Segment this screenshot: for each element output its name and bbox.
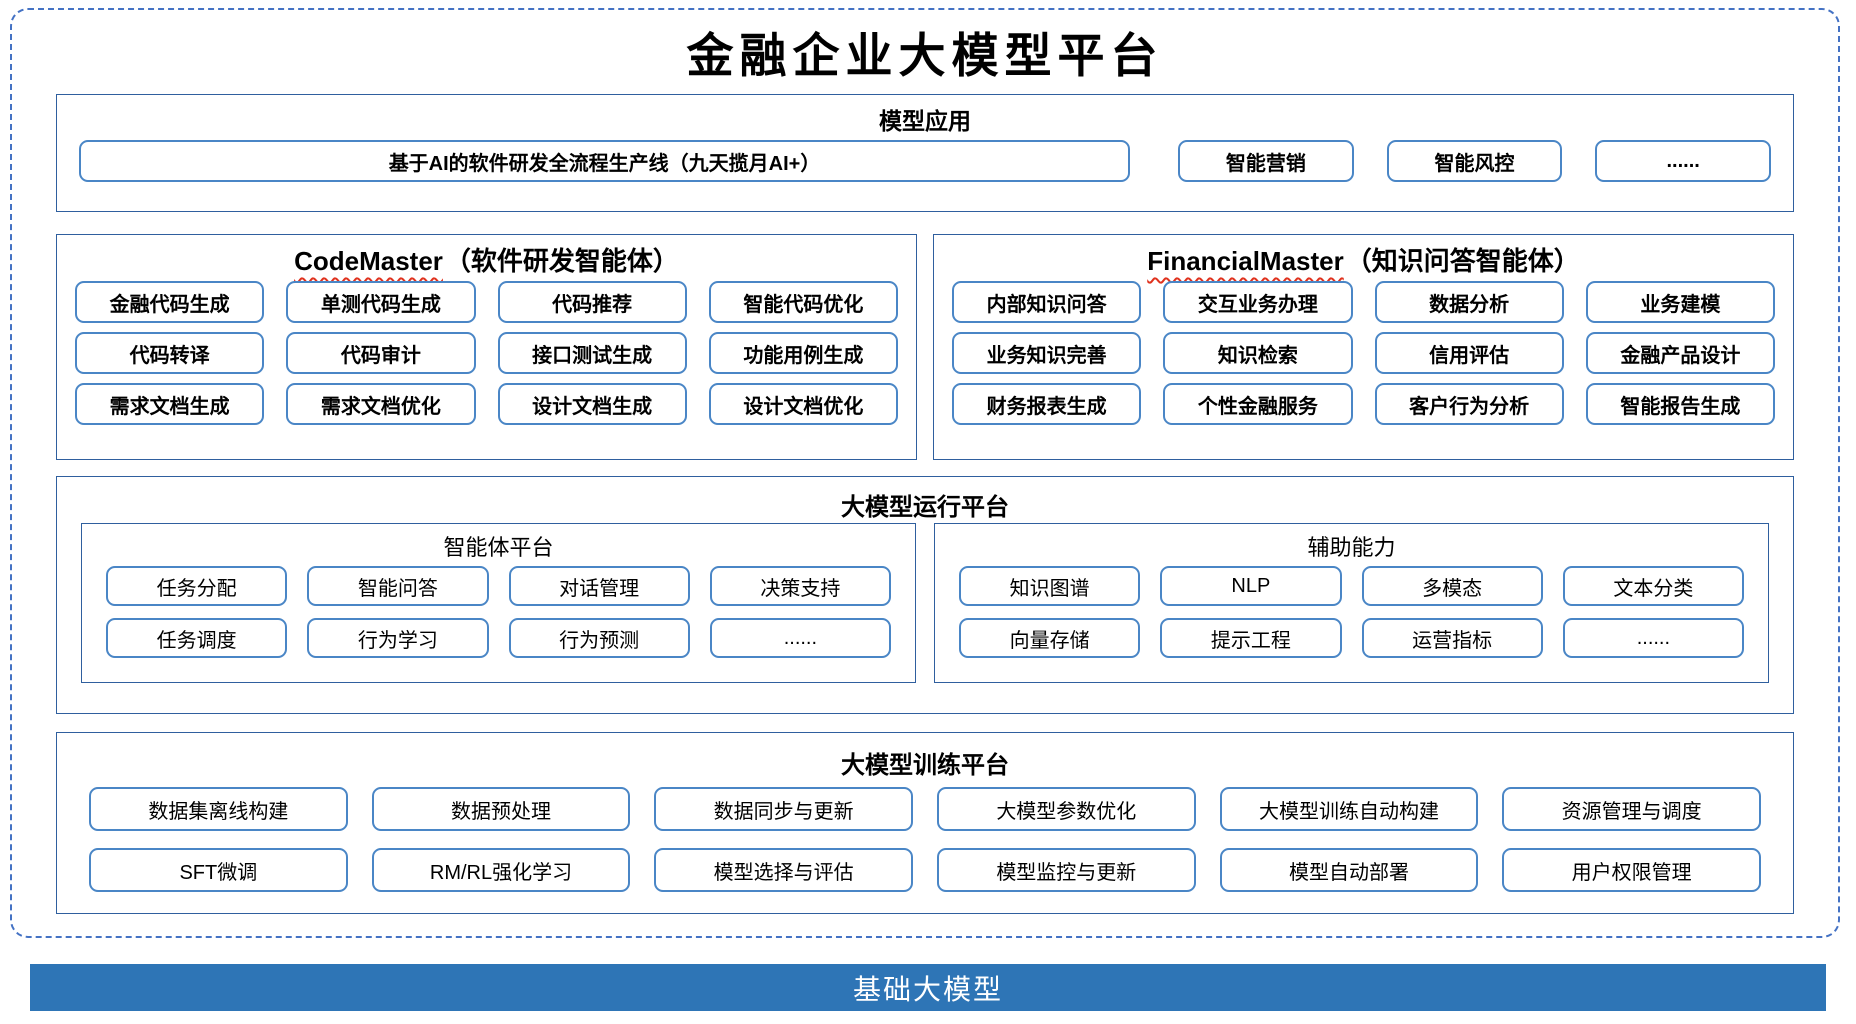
aux-item: 文本分类 — [1562, 566, 1744, 606]
codemaster-title: CodeMaster（软件研发智能体） — [57, 235, 916, 279]
codemaster-item: 智能代码优化 — [708, 281, 898, 323]
financialmaster-item: 智能报告生成 — [1585, 383, 1775, 425]
codemaster-item: 单测代码生成 — [286, 281, 476, 323]
training-item: 模型选择与评估 — [654, 848, 913, 892]
financialmaster-item: 业务知识完善 — [952, 332, 1142, 374]
aux-item: 向量存储 — [959, 618, 1141, 658]
app-item-smart-marketing: 智能营销 — [1178, 140, 1354, 182]
agent-item: 决策支持 — [709, 566, 891, 606]
agent-item: 行为学习 — [307, 618, 489, 658]
aux-item: 提示工程 — [1160, 618, 1342, 658]
financialmaster-item: 信用评估 — [1374, 332, 1564, 374]
aux-capabilities-grid: 知识图谱 NLP 多模态 文本分类 向量存储 提示工程 运营指标 ...... — [935, 566, 1768, 658]
financialmaster-item: 业务建模 — [1585, 281, 1775, 323]
aux-item: NLP — [1160, 566, 1342, 606]
financialmaster-item: 知识检索 — [1163, 332, 1353, 374]
training-item: 数据预处理 — [371, 787, 631, 831]
financialmaster-title-en: FinancialMaster — [1147, 246, 1344, 276]
section-runtime-platform: 大模型运行平台 智能体平台 任务分配 智能问答 对话管理 决策支持 任务调度 行… — [56, 476, 1794, 714]
agent-item: 任务分配 — [106, 566, 288, 606]
foundation-model-bar: 基础大模型 — [30, 964, 1826, 1011]
financialmaster-item: 客户行为分析 — [1374, 383, 1564, 425]
agent-item: 行为预测 — [508, 618, 690, 658]
agent-item: 智能问答 — [307, 566, 489, 606]
training-item: 资源管理与调度 — [1502, 787, 1761, 831]
section-financialmaster: FinancialMaster（知识问答智能体） 内部知识问答 交互业务办理 数… — [933, 234, 1794, 460]
codemaster-item: 代码转译 — [75, 332, 265, 374]
agent-platform-grid: 任务分配 智能问答 对话管理 决策支持 任务调度 行为学习 行为预测 .....… — [82, 566, 915, 658]
agent-item: ...... — [709, 618, 891, 658]
aux-capabilities-title: 辅助能力 — [1307, 535, 1396, 560]
training-platform-title: 大模型训练平台 — [841, 752, 1009, 779]
codemaster-title-en: CodeMaster — [294, 246, 443, 276]
training-item: 大模型训练自动构建 — [1219, 787, 1479, 831]
financialmaster-item: 个性金融服务 — [1163, 383, 1353, 425]
model-applications-title: 模型应用 — [879, 108, 971, 134]
codemaster-item: 代码推荐 — [497, 281, 687, 323]
training-grid: 数据集离线构建 数据预处理 数据同步与更新 大模型参数优化 大模型训练自动构建 … — [57, 787, 1793, 892]
aux-item: 运营指标 — [1361, 618, 1543, 658]
aux-item: ...... — [1562, 618, 1744, 658]
codemaster-title-zh: （软件研发智能体） — [444, 246, 679, 276]
financialmaster-item: 金融产品设计 — [1585, 332, 1775, 374]
codemaster-item: 需求文档优化 — [286, 383, 476, 425]
training-item: 数据集离线构建 — [89, 787, 348, 831]
financialmaster-item: 内部知识问答 — [952, 281, 1142, 323]
app-item-ai-pipeline: 基于AI的软件研发全流程生产线（九天揽月AI+） — [79, 140, 1131, 182]
training-item: 模型监控与更新 — [936, 848, 1196, 892]
codemaster-item: 功能用例生成 — [708, 332, 898, 374]
financialmaster-title: FinancialMaster（知识问答智能体） — [934, 235, 1793, 279]
agent-item: 任务调度 — [106, 618, 288, 658]
agent-item: 对话管理 — [508, 566, 690, 606]
codemaster-item: 接口测试生成 — [497, 332, 687, 374]
runtime-row: 智能体平台 任务分配 智能问答 对话管理 决策支持 任务调度 行为学习 行为预测… — [57, 523, 1793, 683]
financialmaster-title-zh: （知识问答智能体） — [1345, 246, 1580, 276]
codemaster-item: 代码审计 — [286, 332, 476, 374]
agent-platform-title: 智能体平台 — [443, 535, 554, 560]
codemaster-item: 需求文档生成 — [75, 383, 265, 425]
subsection-aux-capabilities: 辅助能力 知识图谱 NLP 多模态 文本分类 向量存储 提示工程 运营指标 ..… — [934, 523, 1769, 683]
app-item-smart-risk-control: 智能风控 — [1386, 140, 1563, 182]
codemaster-item: 设计文档生成 — [497, 383, 687, 425]
codemaster-item: 金融代码生成 — [75, 281, 265, 323]
financialmaster-item: 交互业务办理 — [1163, 281, 1353, 323]
financialmaster-grid: 内部知识问答 交互业务办理 数据分析 业务建模 业务知识完善 知识检索 信用评估… — [934, 279, 1793, 425]
training-item: 模型自动部署 — [1219, 848, 1479, 892]
section-training-platform: 大模型训练平台 数据集离线构建 数据预处理 数据同步与更新 大模型参数优化 大模… — [56, 732, 1794, 914]
training-item: 大模型参数优化 — [936, 787, 1196, 831]
agents-row: CodeMaster（软件研发智能体） 金融代码生成 单测代码生成 代码推荐 智… — [56, 234, 1794, 460]
financialmaster-item: 财务报表生成 — [952, 383, 1142, 425]
section-codemaster: CodeMaster（软件研发智能体） 金融代码生成 单测代码生成 代码推荐 智… — [56, 234, 917, 460]
section-model-applications: 模型应用 基于AI的软件研发全流程生产线（九天揽月AI+） 智能营销 智能风控 … — [56, 94, 1794, 212]
training-item: SFT微调 — [89, 848, 348, 892]
page-title: 金融企业大模型平台 — [686, 29, 1164, 84]
codemaster-grid: 金融代码生成 单测代码生成 代码推荐 智能代码优化 代码转译 代码审计 接口测试… — [57, 279, 916, 425]
training-item: RM/RL强化学习 — [371, 848, 631, 892]
model-applications-row: 基于AI的软件研发全流程生产线（九天揽月AI+） 智能营销 智能风控 .....… — [57, 132, 1793, 182]
aux-item: 多模态 — [1361, 566, 1543, 606]
platform-outer-frame: 金融企业大模型平台 模型应用 基于AI的软件研发全流程生产线（九天揽月AI+） … — [10, 8, 1840, 938]
training-item: 数据同步与更新 — [654, 787, 913, 831]
training-item: 用户权限管理 — [1502, 848, 1761, 892]
app-item-ellipsis: ...... — [1595, 140, 1771, 182]
aux-item: 知识图谱 — [959, 566, 1141, 606]
codemaster-item: 设计文档优化 — [708, 383, 898, 425]
subsection-agent-platform: 智能体平台 任务分配 智能问答 对话管理 决策支持 任务调度 行为学习 行为预测… — [81, 523, 916, 683]
runtime-platform-title: 大模型运行平台 — [841, 494, 1009, 521]
financialmaster-item: 数据分析 — [1374, 281, 1564, 323]
